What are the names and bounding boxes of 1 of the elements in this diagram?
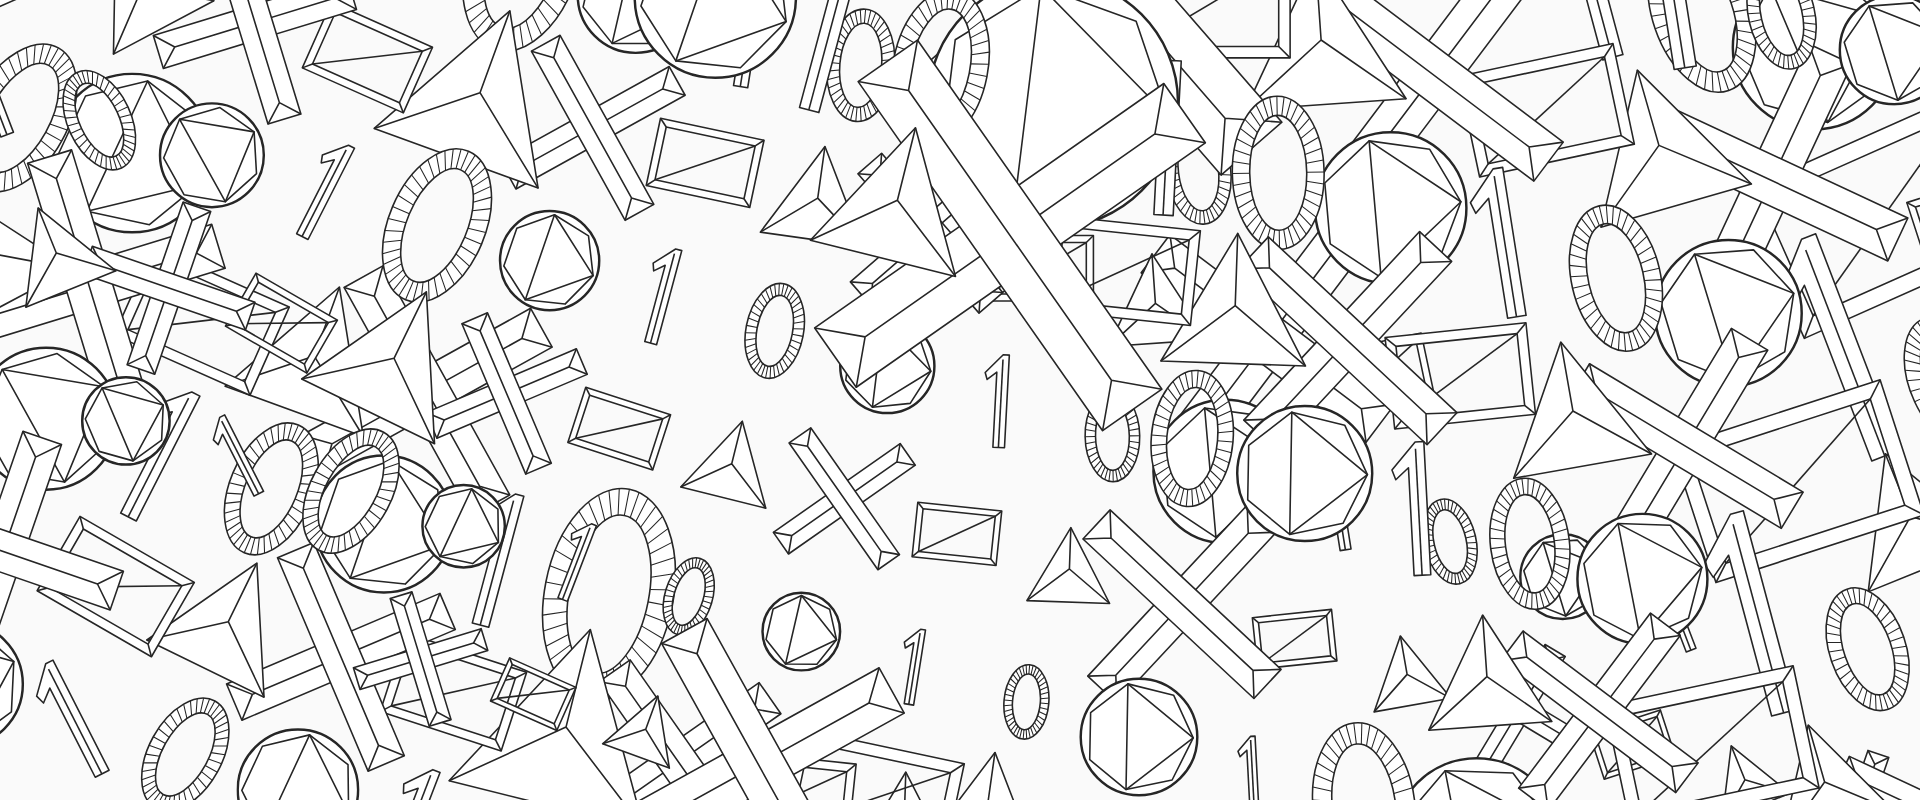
pattern-drawing <box>0 0 1920 800</box>
